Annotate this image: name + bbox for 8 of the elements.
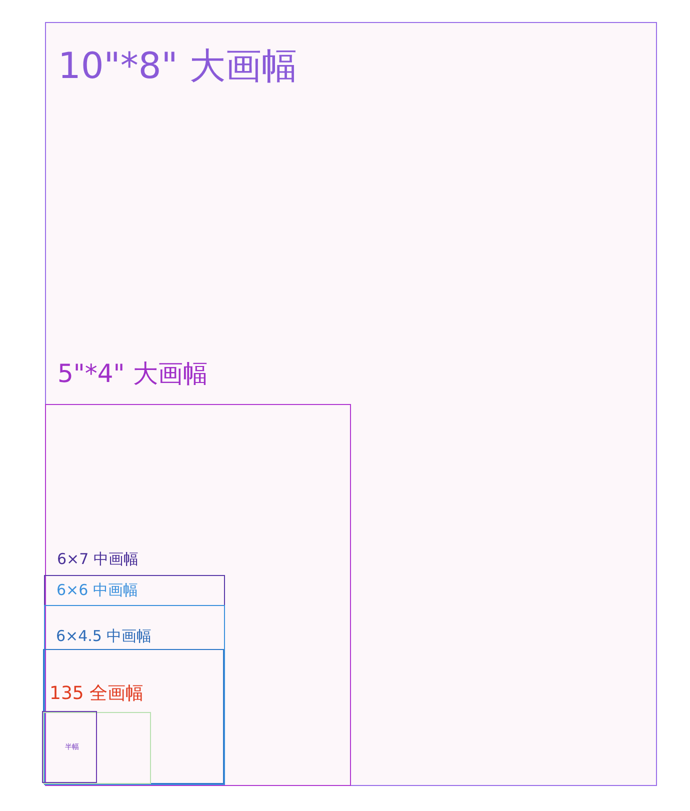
format-label: 6×4.5 中画幅	[56, 629, 152, 644]
format-label: 10"*8" 大画幅	[58, 49, 298, 85]
format-label: 5"*4" 大画幅	[58, 360, 208, 386]
format-frame	[42, 711, 97, 783]
format-label: 6×7 中画幅	[57, 552, 138, 567]
format-label: 6×6 中画幅	[56, 582, 138, 598]
format-frame	[45, 22, 657, 786]
format-label: 135 全画幅	[50, 684, 144, 702]
